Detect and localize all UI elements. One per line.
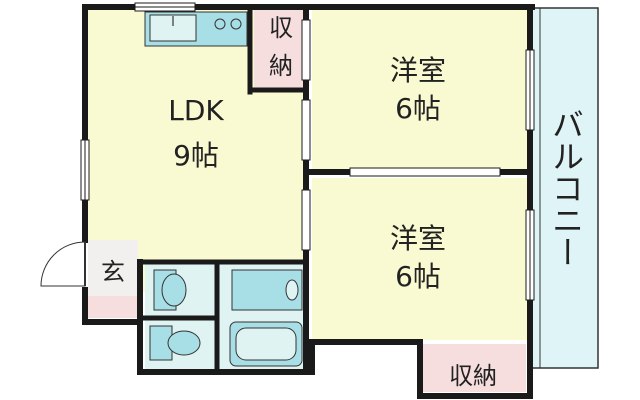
bedroom-bottom-floor: [312, 178, 528, 340]
entrance-door: [40, 241, 86, 287]
ldk-name: LDK: [168, 94, 224, 127]
bedroom-top-floor: [312, 10, 528, 170]
bedroom-bottom-size: 6帖: [395, 260, 441, 293]
closet-top-line2: 納: [269, 52, 293, 80]
closet-top-floor: [254, 10, 304, 88]
balcony: バルコニー: [529, 7, 599, 369]
washbasin: [231, 269, 303, 311]
sliding-doors: [301, 19, 501, 251]
entrance-step: [88, 296, 138, 318]
toilet: [149, 269, 201, 361]
bedroom-top-size: 6帖: [395, 92, 441, 125]
closet-bottom-floor: [420, 344, 526, 392]
balcony-label: バルコニー: [547, 108, 585, 268]
bathtub: [229, 321, 303, 367]
windows: [80, 2, 535, 301]
bedroom-top-name: 洋室: [390, 54, 446, 87]
closet-top-line1: 収: [269, 14, 293, 42]
bedroom-bottom-name: 洋室: [390, 222, 446, 255]
stove-burner: [214, 18, 226, 30]
closet-bottom-name: 収納: [449, 362, 497, 390]
ldk-size: 9帖: [173, 139, 219, 172]
sink: [149, 14, 197, 42]
stove-burner: [230, 18, 242, 30]
entrance-name: 玄: [101, 258, 125, 286]
kitchen-counter: [144, 11, 248, 47]
